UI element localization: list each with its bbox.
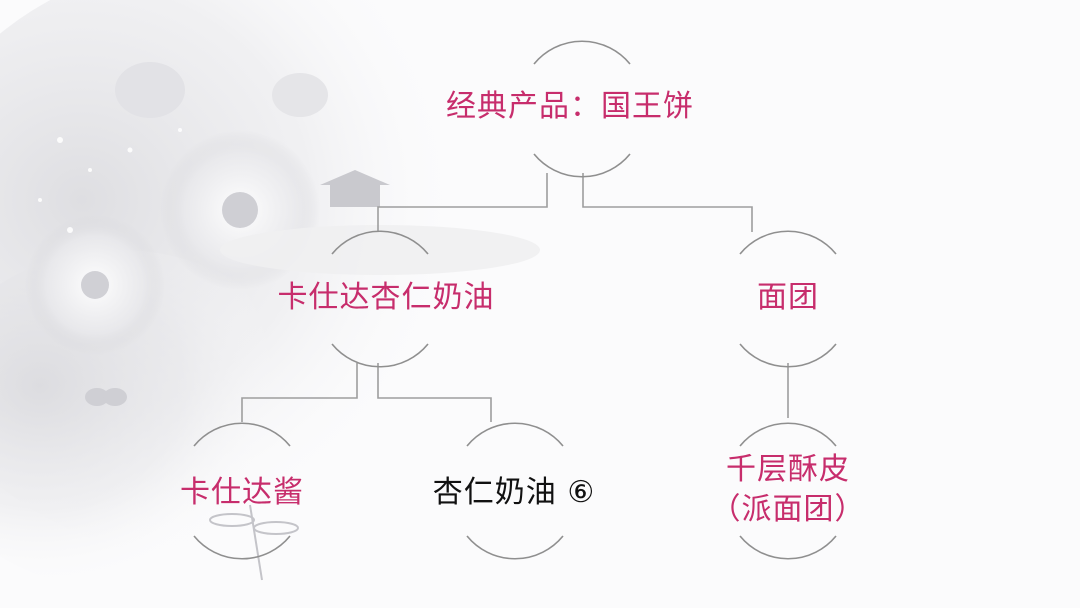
dough-circle-arc-top <box>739 230 837 255</box>
connector-left-almond <box>377 363 492 422</box>
custard-almond-circle-arc-bottom <box>331 343 429 368</box>
connector-root-left <box>377 173 548 232</box>
root-node-label: 经典产品：国王饼 <box>446 89 694 124</box>
dragonfly-icon <box>209 504 299 581</box>
puff-pastry-circle-arc-top <box>739 422 837 447</box>
puff-pastry-label-line1: 千层酥皮 <box>726 452 850 487</box>
custard-sauce-circle-arc-top <box>193 422 291 447</box>
custard-almond-cream-label: 卡仕达杏仁奶油 <box>277 280 495 315</box>
puff-pastry-label-line2: （派面团） <box>710 492 866 527</box>
connector-left-custard <box>241 363 358 422</box>
root-circle-arc-bottom <box>533 153 631 178</box>
almond-cream-circle-arc-bottom <box>466 535 564 560</box>
puff-pastry-circle-arc-bottom <box>739 535 837 560</box>
custard-almond-circle-arc-top <box>331 230 429 255</box>
custard-sauce-circle-arc-bottom <box>193 535 291 560</box>
flower-small <box>25 215 165 355</box>
almond-cream-circle-arc-top <box>466 422 564 447</box>
dough-label: 面团 <box>757 280 819 315</box>
dough-circle-arc-bottom <box>739 343 837 368</box>
butterfly-icon <box>85 388 127 406</box>
puff-pastry-label: 千层酥皮 （派面团） <box>711 450 866 530</box>
connector-root-right <box>582 173 753 232</box>
pavilion-silhouette <box>320 170 390 207</box>
custard-sauce-label: 卡仕达酱 <box>180 475 304 510</box>
almond-cream-label: 杏仁奶油 ⑥ <box>432 475 596 510</box>
flower-bud <box>115 62 328 118</box>
root-circle-arc-top <box>533 40 631 65</box>
